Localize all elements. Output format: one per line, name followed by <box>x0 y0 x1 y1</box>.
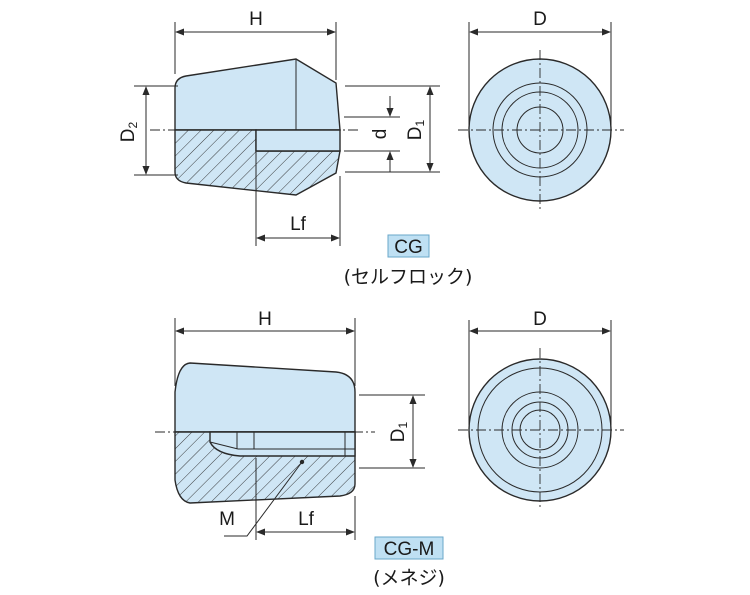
cg-side-view: H D2 d D1 Lf <box>118 9 440 246</box>
cg-front-view: D <box>458 9 624 212</box>
cg-body-upper <box>174 58 341 131</box>
cgm-model-badge <box>374 536 444 560</box>
svg-text:D2: D2 <box>118 121 140 142</box>
cgm-model-label: CG-M <box>384 539 435 560</box>
cgm-d1-label: D1 <box>388 421 410 442</box>
cg-model-label: CG <box>394 237 423 258</box>
cg-d-label: d <box>370 129 391 140</box>
cg-d2-label: D2 <box>118 121 140 142</box>
cgm-description: (メネジ) <box>373 567 445 589</box>
cg-bore <box>255 129 341 152</box>
cgm-m-label: M <box>219 509 235 530</box>
svg-text:d: d <box>370 129 391 140</box>
cg-caption: CG (セルフロック) <box>344 234 473 288</box>
cg-front-d-label: D <box>533 9 547 30</box>
cgm-h-label: H <box>258 309 272 330</box>
svg-text:D1: D1 <box>405 119 427 140</box>
cgm-front-view: D <box>458 309 624 510</box>
cgm-thread-chamfer <box>209 441 239 450</box>
cgm-m-leader <box>224 461 303 537</box>
cgm-caption: CG-M (メネジ) <box>373 536 445 589</box>
cgm-m-leader-dot <box>299 459 305 465</box>
cgm-side-view: H D1 M Lf <box>155 309 425 540</box>
cgm-front-d-label: D <box>533 309 547 330</box>
cgm-lf-label: Lf <box>298 509 315 530</box>
svg-text:D1: D1 <box>388 421 410 442</box>
cg-h-label: H <box>249 9 263 30</box>
cg-description: (セルフロック) <box>344 266 473 288</box>
cg-model-badge <box>387 234 430 258</box>
cgm-body-upper <box>174 362 356 433</box>
cgm-thread-bore <box>209 431 356 457</box>
cg-d1-label: D1 <box>405 119 427 140</box>
cg-lf-label: Lf <box>290 214 307 235</box>
